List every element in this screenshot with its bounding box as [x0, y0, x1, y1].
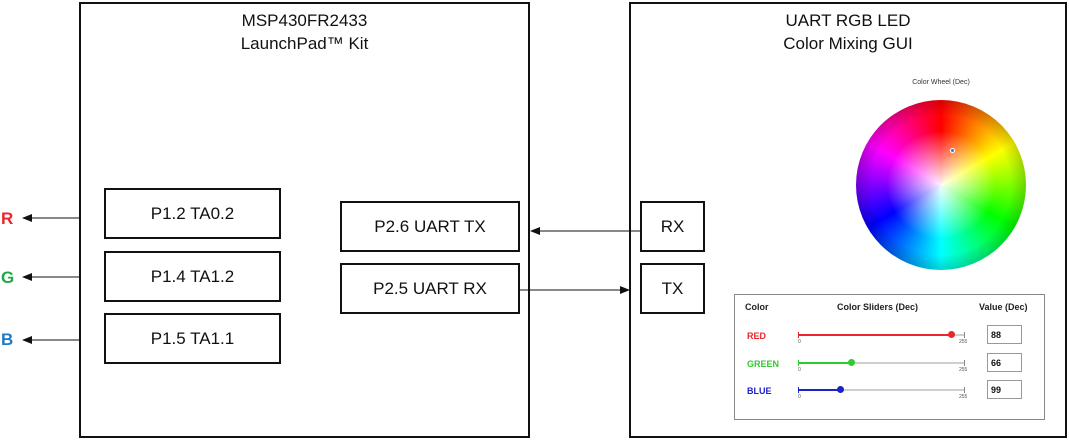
value-field-green[interactable]: 66: [987, 353, 1022, 372]
gui-rx-box: RX: [640, 201, 705, 252]
color-label-red: RED: [747, 331, 767, 341]
color-wheel-marker[interactable]: [950, 148, 955, 153]
slider-fill-red: [798, 334, 951, 336]
slider-max-label: 255: [959, 394, 968, 400]
uart-tx-label: P2.6 UART TX: [374, 216, 486, 236]
output-letter-blue: B: [1, 330, 14, 349]
pin-label-green: P1.4 TA1.2: [150, 266, 235, 286]
gui-tx-box: TX: [640, 263, 705, 314]
color-sliders-panel: Color Color Sliders (Dec) Value (Dec) RE…: [734, 294, 1045, 420]
output-letter-red: R: [1, 209, 14, 228]
gui-title-line1: UART RGB LED: [785, 11, 911, 30]
pin-box-red: P1.2 TA0.2: [104, 188, 281, 239]
pin-label-red: P1.2 TA0.2: [150, 203, 235, 223]
color-label-blue: BLUE: [747, 386, 772, 396]
header-color-sliders: Color Sliders (Dec): [837, 302, 919, 312]
slider-min-label: 0: [798, 394, 801, 400]
launchpad-title-line1: MSP430FR2433: [241, 11, 368, 30]
launchpad-title-line2: LaunchPad™ Kit: [240, 34, 369, 53]
color-label-green: GREEN: [747, 359, 780, 369]
slider-track[interactable]: [798, 389, 964, 391]
pin-box-green: P1.4 TA1.2: [104, 251, 281, 302]
output-letter-green: G: [1, 268, 15, 287]
uart-rx-label: P2.5 UART RX: [373, 278, 487, 298]
value-field-red[interactable]: 88: [987, 325, 1022, 344]
slider-knob-green[interactable]: [848, 359, 855, 366]
slider-knob-red[interactable]: [948, 331, 955, 338]
slider-fill-blue: [798, 389, 840, 391]
header-value: Value (Dec): [979, 302, 1028, 312]
gui-rx-label: RX: [660, 216, 685, 236]
slider-end-tick: [964, 387, 965, 393]
slider-track[interactable]: [798, 362, 964, 364]
slider-end-tick: [964, 360, 965, 366]
pin-box-blue: P1.5 TA1.1: [104, 313, 281, 364]
color-wheel-title: Color Wheel (Dec): [912, 79, 970, 86]
pin-label-blue: P1.5 TA1.1: [150, 328, 235, 348]
uart-rx-box: P2.5 UART RX: [340, 263, 520, 314]
slider-max-label: 255: [959, 367, 968, 373]
value-field-blue[interactable]: 99: [987, 380, 1022, 399]
slider-max-label: 255: [959, 339, 968, 345]
slider-min-label: 0: [798, 339, 801, 345]
slider-end-tick: [964, 332, 965, 338]
color-wheel[interactable]: [856, 100, 1026, 270]
uart-tx-box: P2.6 UART TX: [340, 201, 520, 252]
header-color: Color: [745, 302, 769, 312]
gui-title-line2: Color Mixing GUI: [783, 34, 913, 53]
slider-fill-green: [798, 362, 851, 364]
slider-min-label: 0: [798, 367, 801, 373]
slider-knob-blue[interactable]: [837, 386, 844, 393]
gui-tx-label: TX: [661, 278, 684, 298]
